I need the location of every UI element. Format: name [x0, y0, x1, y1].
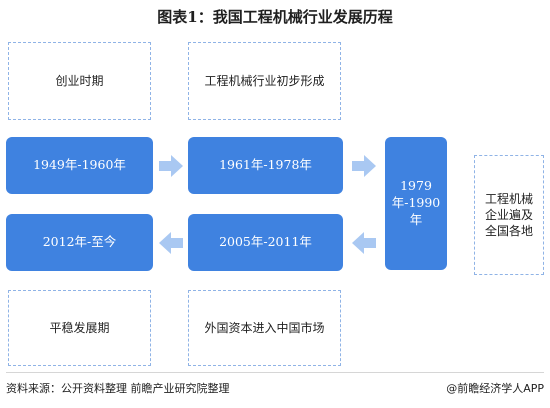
period-1961-1978: 1961年-1978年 [188, 137, 343, 194]
label-foreign-capital: 外国资本进入中国市场 [188, 290, 341, 366]
arrow-left-2 [159, 232, 183, 254]
source-note: 资料来源：公开资料整理 前瞻产业研究院整理 [6, 382, 230, 395]
arrow-right-2 [352, 155, 376, 177]
label-foreign-capital-text: 外国资本进入中国市场 [204, 320, 325, 335]
period-1979-1990-text: 1979年-1990年 [391, 178, 441, 227]
arrow-left-1 [352, 232, 376, 254]
footer-divider [6, 372, 544, 373]
period-2005-2011: 2005年-2011年 [188, 214, 343, 271]
label-stable-development: 平稳发展期 [8, 290, 151, 366]
period-2012-now: 2012年-至今 [6, 214, 153, 271]
label-nationwide-text: 工程机械企业遍及全国各地 [484, 191, 533, 239]
label-industry-forming-text: 工程机械行业初步形成 [204, 73, 325, 88]
label-stable-development-text: 平稳发展期 [49, 320, 110, 335]
arrow-right-1 [159, 155, 183, 177]
brand-credit: @前瞻经济学人APP [446, 382, 544, 395]
period-1979-1990: 1979年-1990年 [385, 137, 447, 270]
label-startup-period-text: 创业时期 [55, 73, 104, 88]
label-industry-forming: 工程机械行业初步形成 [188, 42, 341, 120]
label-nationwide: 工程机械企业遍及全国各地 [474, 155, 544, 275]
period-1949-1960: 1949年-1960年 [6, 137, 153, 194]
label-startup-period: 创业时期 [8, 42, 151, 120]
chart-title: 图表1：我国工程机械行业发展历程 [157, 8, 393, 26]
